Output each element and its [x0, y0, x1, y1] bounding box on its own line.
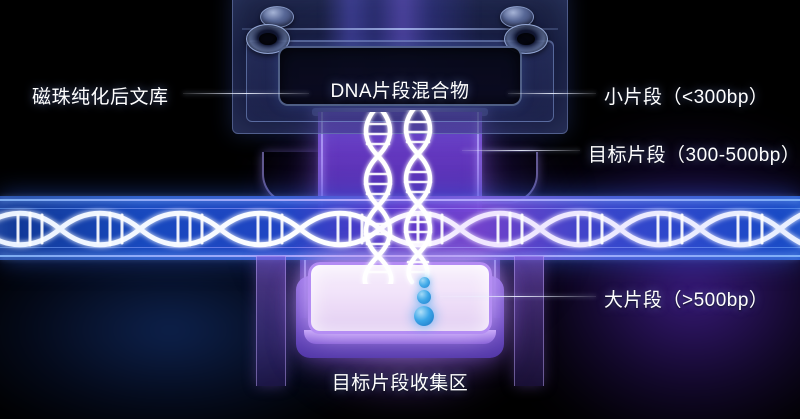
label-chip-panel: DNA片段混合物: [330, 81, 470, 102]
collector-pillar-right: [514, 256, 544, 386]
leader-line-small-fragment: [508, 93, 596, 94]
chip-label-panel: [278, 46, 522, 106]
target-fragment-collection-chamber: [256, 256, 544, 386]
channel-body: [0, 196, 800, 260]
label-collector: 目标片段收集区: [331, 373, 469, 394]
channel-rail-top: [0, 208, 800, 209]
channel-edge-top: [0, 199, 800, 201]
glass-microfluidic-chip: [232, 0, 568, 134]
leader-line-target-fragment: [462, 150, 580, 151]
label-small-fragment: 小片段（<300bp）: [604, 87, 769, 108]
horizontal-flow-channel: [0, 196, 800, 260]
label-library: 磁珠纯化后文库: [32, 87, 169, 108]
magnetic-bead-large: [414, 306, 434, 326]
channel-edge-left: [321, 112, 323, 212]
label-target-fragment: 目标片段（300-500bp）: [588, 145, 800, 166]
leader-line-large-fragment: [440, 296, 596, 297]
collector-pillar-left: [256, 256, 286, 386]
magnetic-bead-medium: [417, 290, 431, 304]
leader-line-library: [183, 93, 309, 94]
channel-rail-bottom: [0, 247, 800, 248]
channel-edge-bottom: [0, 255, 800, 257]
collector-well: [308, 262, 492, 334]
label-large-fragment: 大片段（>500bp）: [604, 290, 769, 311]
channel-edge-right: [477, 112, 479, 212]
magnetic-bead-small: [419, 277, 430, 288]
chip-top-ridge: [242, 28, 558, 30]
